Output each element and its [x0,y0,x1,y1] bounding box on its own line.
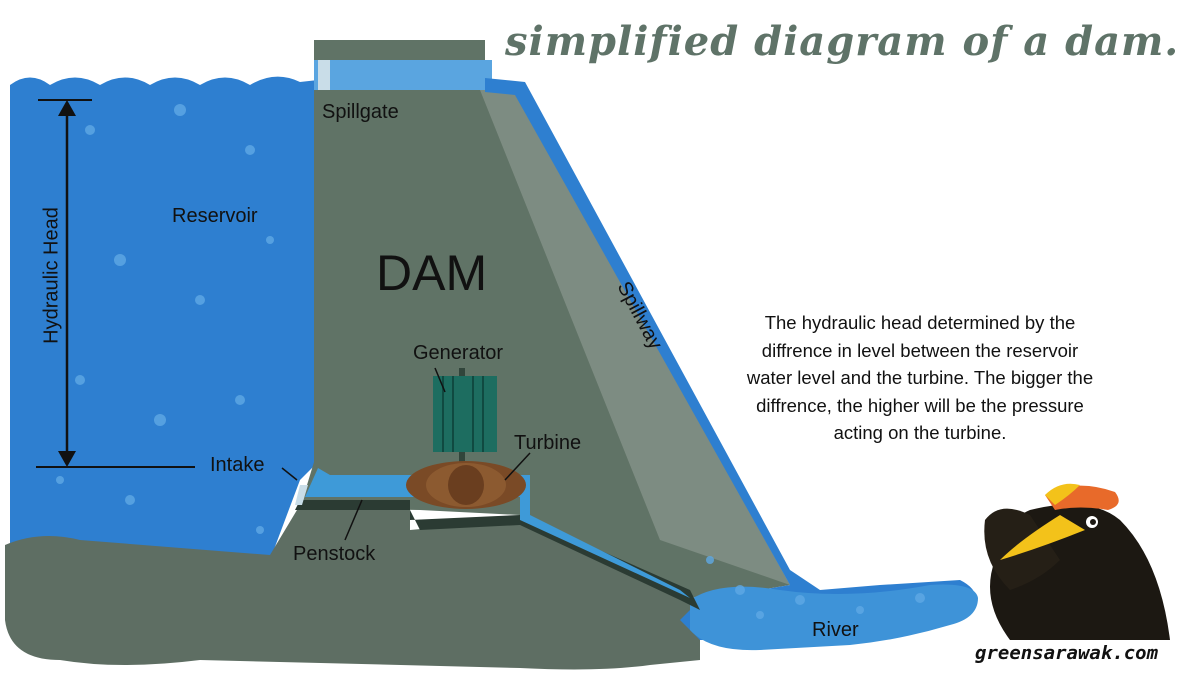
ground [5,505,700,670]
turbine-label: Turbine [514,432,582,454]
dam-face [480,90,790,585]
hydraulic-head-label: Hydraulic Head [40,207,63,344]
water-bubbles [56,104,925,619]
spillway-water [485,78,976,640]
hydraulic-head-arrow [36,99,195,468]
river-label: River [812,619,859,641]
site-credit: greensarawak.com [975,642,1159,664]
hornbill-mascot-icon [984,483,1170,640]
page-title: simplified diagram of a dam. [505,18,1180,65]
river-water [690,584,978,651]
spillgate [314,60,492,90]
reservoir-water [10,76,318,561]
turbine-icon [406,461,526,509]
reservoir-label: Reservoir [172,205,258,227]
dam-label: DAM [376,245,488,301]
penstock-label: Penstock [293,543,376,565]
intake-label: Intake [210,454,265,476]
spillgate-label: Spillgate [322,101,399,123]
generator-label: Generator [413,342,504,364]
penstock [295,465,700,610]
hydraulic-head-description: The hydraulic head determined by the dif… [746,312,1094,443]
